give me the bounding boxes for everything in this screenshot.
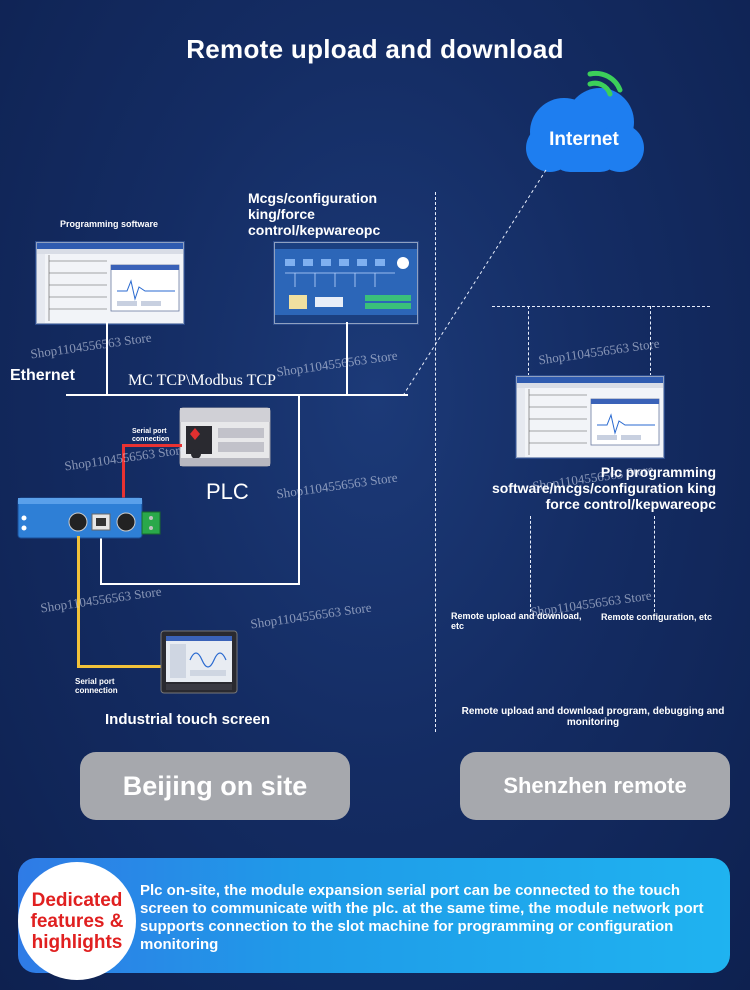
local-site-button: Beijing on site [80, 752, 350, 820]
programming-software-label: Programming software [60, 219, 158, 229]
remote-drop-right-bottom [654, 516, 655, 612]
watermark: Shop1104556563 Store [537, 336, 660, 369]
remote-drop-left-top [528, 306, 529, 376]
protocol-label: MC TCP\Modbus TCP [128, 372, 276, 390]
module-ethernet-bottom-line [100, 583, 300, 585]
serial-ethernet-module [14, 494, 164, 542]
remote-software-screenshot [516, 376, 664, 458]
plc-label: PLC [206, 479, 249, 505]
watermark: Shop1104556563 Store [39, 584, 162, 617]
programming-link-line [106, 322, 108, 395]
programming-software-screenshot [36, 242, 184, 324]
watermark: Shop1104556563 Store [275, 470, 398, 503]
serial-port-label-bottom: Serial port connection [75, 677, 145, 695]
highlight-text: Plc on-site, the module expansion serial… [140, 882, 722, 954]
watermark: Shop1104556563 Store [29, 330, 152, 363]
remote-drop-left-bottom [530, 516, 531, 612]
module-ethernet-up-line [100, 535, 102, 585]
plc-device [178, 406, 272, 468]
ethernet-bus-line [66, 394, 408, 396]
wifi-icon [584, 60, 628, 100]
remote-summary-label: Remote upload and download program, debu… [448, 706, 738, 728]
site-divider [435, 192, 436, 732]
touch-screen-label: Industrial touch screen [105, 711, 270, 728]
ethernet-label: Ethernet [10, 367, 75, 385]
touch-screen-device [160, 630, 238, 694]
watermark: Shop1104556563 Store [249, 600, 372, 633]
highlight-badge: Dedicated features & highlights [18, 862, 136, 980]
serial-line-yellow-horizontal [77, 665, 163, 668]
internet-label: Internet [520, 132, 648, 148]
remote-site-button: Shenzhen remote [460, 752, 730, 820]
remote-bus-dashed [492, 306, 710, 307]
configuration-software-screenshot [274, 242, 418, 324]
highlight-badge-text: Dedicated features & highlights [18, 890, 136, 953]
watermark: Shop1104556563 Store [275, 348, 398, 381]
remote-config-label: Remote configuration, etc [600, 612, 712, 622]
